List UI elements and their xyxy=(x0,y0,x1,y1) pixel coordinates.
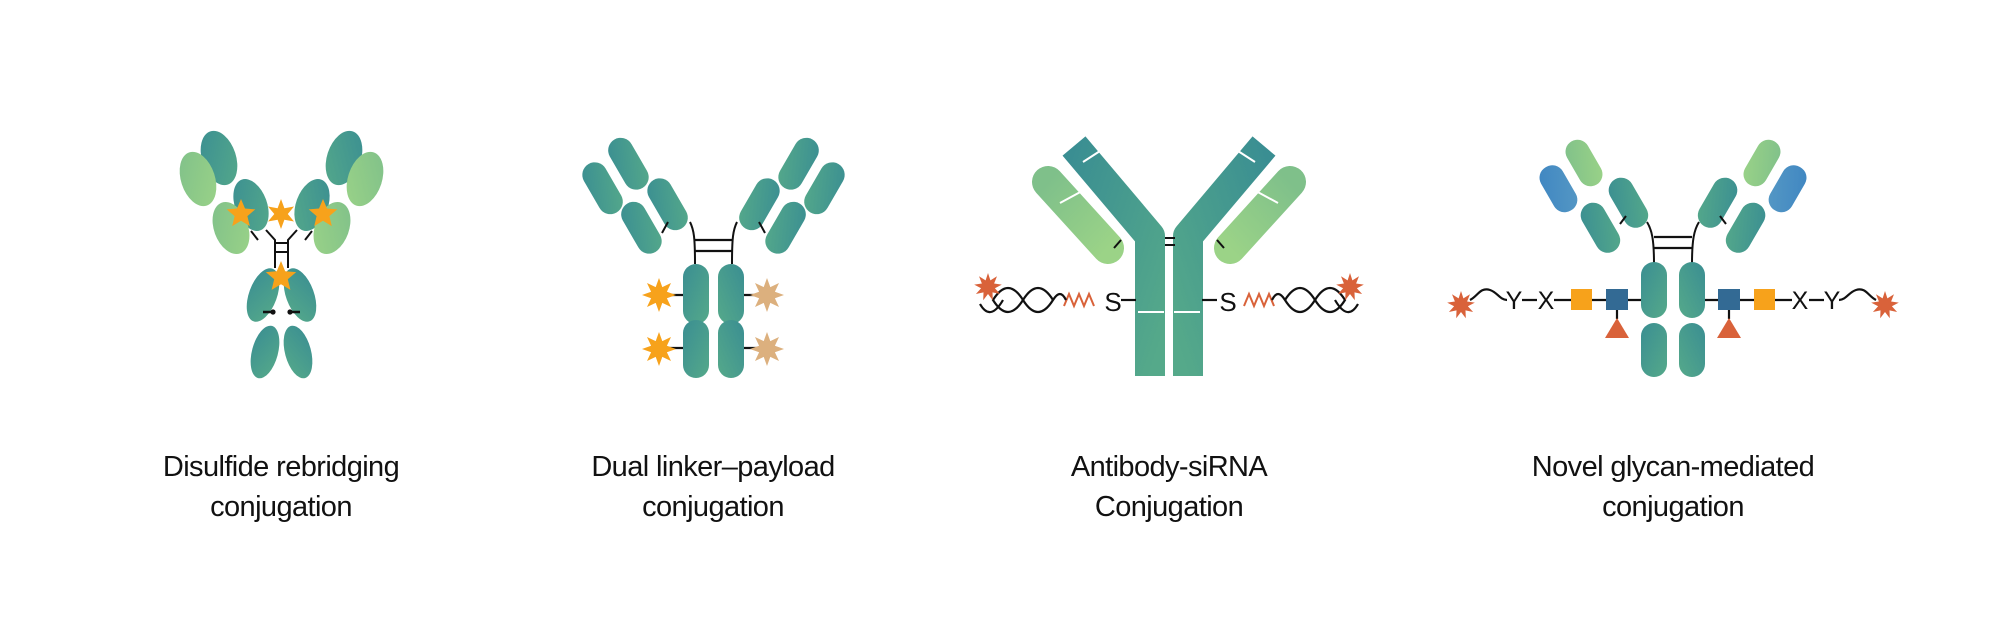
light-chain-vl-domain xyxy=(179,151,217,207)
thiol-dot xyxy=(270,309,276,315)
fc-ch3-domain xyxy=(250,325,280,379)
glycan-square-orange xyxy=(1571,289,1592,310)
caption-line: Disulfide rebridging xyxy=(162,451,400,483)
caption-line: conjugation xyxy=(642,491,784,523)
caption-line: Conjugation xyxy=(1094,491,1244,523)
hinge-line xyxy=(1619,215,1655,265)
payload-1-burst-icon xyxy=(642,332,676,366)
caption-line: Antibody-siRNA xyxy=(1070,451,1268,483)
interchain-disulfide xyxy=(275,242,288,253)
heavy-chain-ch1-domain xyxy=(647,178,688,231)
light-chain xyxy=(1032,166,1124,264)
payload-1-burst-icon xyxy=(642,278,676,312)
sulfur-label: S xyxy=(1104,287,1121,317)
linker-y-label: Y xyxy=(1824,287,1841,315)
glycan-square-blue xyxy=(1606,289,1628,310)
payload-2-burst-icon xyxy=(750,278,784,312)
antibody-sirna: S S xyxy=(974,146,1364,376)
payload-burst-icon xyxy=(974,273,1002,301)
antibody-disulfide-rebridging xyxy=(179,124,392,383)
payload-star-icon xyxy=(268,199,294,229)
antibody-half xyxy=(974,136,1165,376)
antibody-dual-linker-payload xyxy=(582,132,851,379)
heavy-chain-ch1-domain xyxy=(1608,177,1649,228)
sirna-strand-end xyxy=(979,299,1004,314)
linker-line xyxy=(1469,288,1641,319)
payload-star-icon xyxy=(308,199,338,227)
caption-dual-linker-payload: Dual linker–payload conjugation xyxy=(503,447,923,527)
caption-disulfide-rebridging: Disulfide rebridging conjugation xyxy=(71,447,491,527)
mirror-half xyxy=(1174,146,1364,376)
linker-x-label: X xyxy=(1792,287,1809,315)
caption-line: conjugation xyxy=(1602,491,1744,523)
hinge-line xyxy=(661,221,696,265)
hinge-line xyxy=(250,229,276,268)
fc-ch2-domain xyxy=(246,268,280,322)
fc-ch2-domain xyxy=(1641,262,1667,318)
caption-line: conjugation xyxy=(210,491,352,523)
light-chain-cl-domain xyxy=(1580,202,1621,253)
glycan-triangle xyxy=(1605,318,1629,338)
light-chain-cl-domain xyxy=(621,201,662,254)
payload-burst-icon xyxy=(1447,291,1475,319)
domain-separator xyxy=(1059,150,1164,313)
antibody-glycan-mediated: Y X X Y xyxy=(1447,134,1900,379)
interchain-disulfide xyxy=(1113,239,1122,249)
antibody-half xyxy=(1447,139,1667,377)
fc-ch3-domain xyxy=(1641,323,1667,377)
caption-antibody-sirna: Antibody-siRNA Conjugation xyxy=(959,447,1379,527)
hinge-disulfide xyxy=(1165,237,1175,246)
interchain-disulfide xyxy=(695,238,732,253)
antibody-half xyxy=(582,137,709,378)
payload-star-icon xyxy=(265,261,297,290)
fc-ch3-domain xyxy=(683,320,709,378)
light-chain-vl-domain xyxy=(582,162,623,215)
sirna-helix xyxy=(991,286,1067,314)
fc-ch2-domain xyxy=(683,264,709,324)
heavy-chain xyxy=(1062,136,1165,376)
linker-line xyxy=(668,293,760,350)
caption-line: Dual linker–payload xyxy=(591,451,835,483)
sulfur-label: S xyxy=(1219,287,1236,317)
payload-star-icon xyxy=(226,199,256,227)
heavy-chain-vh-domain xyxy=(608,137,649,190)
caption-glycan-mediated: Novel glycan-mediated conjugation xyxy=(1463,447,1883,527)
antibody-half xyxy=(179,130,280,379)
caption-line: Novel glycan-mediated xyxy=(1531,451,1815,483)
linker-y-label: Y xyxy=(1506,287,1523,315)
interchain-disulfide xyxy=(1654,235,1692,250)
payload-2-burst-icon xyxy=(750,332,784,366)
linker-x-label: X xyxy=(1538,287,1555,315)
light-chain-vl-domain xyxy=(1565,139,1603,187)
binding-domain xyxy=(1539,165,1578,213)
cleavable-linker-zigzag xyxy=(1063,291,1095,309)
